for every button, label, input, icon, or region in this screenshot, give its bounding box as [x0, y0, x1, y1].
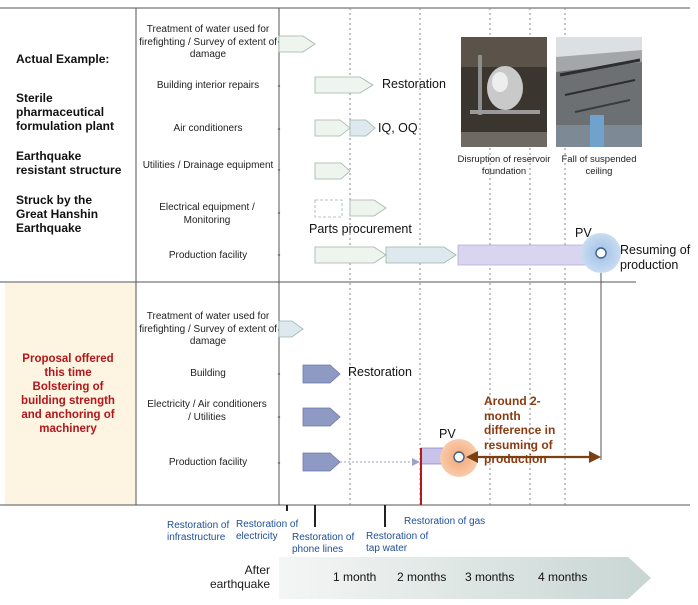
arrow-aircon: [314, 119, 351, 137]
top-row-electrical: Electrical equipment / Monitoring: [159, 202, 255, 226]
arrow-production-3: [457, 244, 601, 266]
month-2-label: 2 months: [397, 570, 447, 584]
arrow-production-1: [314, 246, 387, 264]
proposal-label: Proposal offered this time Bolstering of…: [21, 353, 115, 435]
after-earthquake-label: After earthquake: [209, 563, 270, 591]
month-1-label: 1 month: [333, 570, 377, 584]
resuming-production-label: Resuming of production: [620, 243, 691, 272]
arrow-building: [302, 364, 341, 384]
top-row-survey: Treatment of water used for firefighting…: [139, 24, 277, 60]
timeline-arrow: [279, 557, 651, 599]
difference-arrow: [466, 451, 601, 463]
bottom-restoration-label: Restoration: [348, 365, 412, 379]
bottom-row-building: Building: [190, 368, 226, 379]
bottom-row-production-facility: Production facility: [168, 457, 248, 468]
struck-by-label: Struck by the Great Hanshin Earthquake: [16, 193, 99, 235]
arrow-parts-procurement-dashed: [314, 199, 343, 218]
milestone-infrastructure: Restoration of infrastructure: [167, 520, 230, 543]
arrow-production-2: [385, 246, 457, 264]
photo2-caption: Fall of suspended ceiling: [561, 154, 637, 177]
milestone-phone-lines: Restoration of phone lines: [292, 532, 355, 555]
iq-oq-label: IQ, OQ: [378, 121, 418, 135]
photo-fall-of-ceiling: [556, 37, 642, 147]
pv-label-bottom: PV: [439, 427, 456, 441]
top-arrows: [278, 35, 457, 264]
top-restoration-label: Restoration: [382, 77, 446, 91]
month-4-label: 4 months: [538, 570, 588, 584]
arrow-electrical: [349, 199, 387, 217]
top-row-air-conditioners: Air conditioners: [173, 123, 243, 134]
arrow-electricity: [302, 407, 341, 427]
photo-reservoir-foundation: [461, 37, 547, 147]
arrow-survey-bottom: [278, 320, 304, 338]
milestone-tap-water: Restoration of tap water: [366, 531, 429, 554]
arrow-survey-top: [278, 35, 316, 53]
arrow-aircon-iq: [349, 119, 376, 137]
milestone-gas: Restoration of gas: [404, 516, 486, 527]
proposal-background: [5, 283, 136, 505]
bottom-arrows: [302, 364, 341, 472]
photo1-caption: Disruption of reservoir foundation: [457, 154, 551, 177]
arrow-production-bottom: [302, 452, 341, 472]
pv-label-top: PV: [575, 226, 592, 240]
structure-label: Earthquake resistant structure: [16, 149, 122, 177]
actual-example-label: Actual Example:: [16, 52, 110, 66]
plant-type-label: Sterile pharmaceutical formulation plant: [16, 91, 114, 133]
milestone-electricity: Restoration of electricity: [236, 519, 299, 542]
bottom-row-survey: Treatment of water used for firefighting…: [139, 311, 277, 347]
bottom-row-electricity: Electricity / Air conditioners / Utiliti…: [147, 399, 267, 423]
month-3-label: 3 months: [465, 570, 515, 584]
top-row-production-facility: Production facility: [168, 250, 248, 261]
pv-marker-top: [595, 247, 607, 259]
top-row-interior-repairs: Building interior repairs: [156, 80, 260, 91]
parts-procurement-label: Parts procurement: [309, 222, 412, 236]
arrow-utilities: [314, 162, 351, 180]
top-row-utilities: Utilities / Drainage equipment: [142, 160, 274, 171]
pv-marker-bottom: [453, 451, 465, 463]
arrow-interior-repairs: [314, 76, 374, 94]
two-month-difference-label: Around 2-month difference in resuming of…: [484, 394, 556, 466]
